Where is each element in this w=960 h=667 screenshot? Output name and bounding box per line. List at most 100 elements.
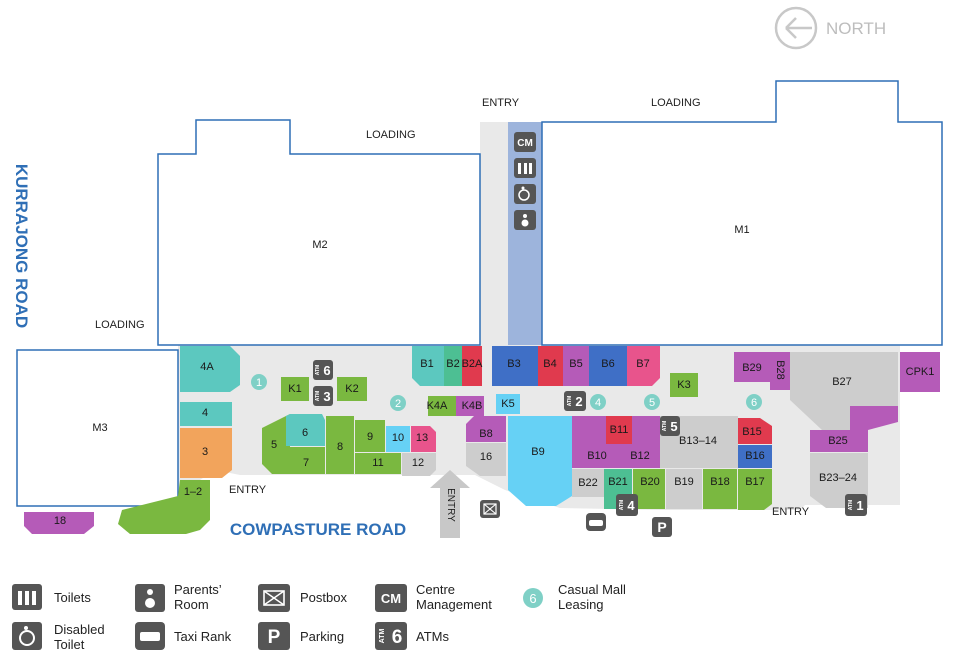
marker-5[interactable]	[644, 394, 660, 410]
shop-9-label: 9	[367, 431, 373, 443]
parents-room-icon[interactable]	[514, 210, 536, 230]
marker-6[interactable]	[746, 394, 762, 410]
shop-3	[180, 428, 232, 478]
taxi-icon	[589, 520, 603, 526]
label-m2: M2	[312, 239, 327, 251]
shop-b25	[810, 406, 898, 452]
shop-b17-label: B17	[745, 476, 765, 488]
disabled-label-2: Toilet	[54, 637, 85, 652]
disabled-toilet-icon[interactable]	[514, 184, 536, 204]
shop-18	[24, 512, 94, 534]
marker-1[interactable]	[251, 374, 267, 390]
shop-11-label: 11	[372, 457, 383, 469]
marker-1-num: 1	[256, 377, 262, 389]
west-shops: 4A 4 3 1–2 18	[24, 346, 240, 534]
loading-m2-label: LOADING	[366, 129, 416, 141]
parking-label: Parking	[300, 629, 344, 644]
legend-casual-leasing: 6 Casual Mall Leasing	[523, 582, 626, 612]
postbox-marker[interactable]	[480, 500, 500, 518]
taxi-rank-marker[interactable]	[586, 513, 606, 531]
label-m3: M3	[92, 422, 107, 434]
kiosks: K1 K2 K4A K4B K5 K3	[281, 373, 698, 416]
shop-b11	[606, 416, 632, 444]
south-row-shops: B8 16 B9 B10 B11 B12 B13–14 B15 B16 B22 …	[466, 416, 772, 510]
disabled-label-1: Disabled	[54, 622, 105, 637]
toilets-icon[interactable]	[514, 158, 536, 178]
shop-b28	[770, 352, 790, 390]
centre-management-icon[interactable]: CM	[514, 132, 536, 152]
shop-13	[411, 426, 436, 452]
atm-5[interactable]: ATM 5	[660, 416, 680, 436]
legend: Toilets Disabled Toilet Parents’ Room Ta…	[12, 582, 626, 652]
north-compass: NORTH	[774, 6, 886, 50]
shop-b28-label: B28	[774, 360, 786, 380]
kiosk-k5	[496, 394, 520, 414]
shop-b12-label: B12	[630, 450, 650, 462]
marker-4[interactable]	[590, 394, 606, 410]
atm-6-num: 6	[323, 363, 330, 378]
central-shops: 5 6 7 8 9 10 13 11 12	[262, 414, 436, 476]
shop-b4	[538, 346, 563, 386]
shop-b9-label: B9	[531, 446, 544, 458]
shop-7	[286, 447, 325, 474]
atm-4-num: 4	[627, 498, 635, 513]
atm-2[interactable]: ATM 2	[564, 391, 586, 411]
taxi-legend-icon	[140, 632, 160, 641]
casual-label-2: Leasing	[558, 597, 604, 612]
shop-4a	[180, 346, 240, 392]
cm-legend-icon: CM	[381, 591, 401, 606]
shop-b13-14-label: B13–14	[679, 435, 717, 447]
shop-18-label: 18	[54, 515, 66, 527]
shop-b15	[738, 418, 772, 444]
parking-marker[interactable]: P	[652, 517, 672, 537]
shop-b18-label: B18	[710, 476, 730, 488]
amenities-spine	[508, 122, 542, 345]
centre-label-1: Centre	[416, 582, 455, 597]
shop-13-label: 13	[416, 432, 428, 444]
shop-b8	[466, 416, 506, 442]
parking-legend-icon: P	[268, 627, 281, 648]
shop-b1-label: B1	[420, 358, 433, 370]
marker-2[interactable]	[390, 395, 406, 411]
atm-4[interactable]: ATM 4	[616, 494, 638, 516]
atm-3[interactable]: ATM 3	[313, 386, 333, 406]
legend-atms: ATM 6 ATMs	[375, 622, 449, 650]
shop-cpk1	[900, 352, 940, 392]
shop-b8-label: B8	[479, 428, 492, 440]
atm-3-num: 3	[323, 389, 330, 404]
casual-legend-num: 6	[529, 591, 536, 606]
shop-4	[180, 402, 232, 426]
kiosk-k4b	[456, 396, 484, 416]
shop-6-label: 6	[302, 427, 308, 439]
shop-b10	[572, 416, 620, 468]
atm-1-text: ATM	[848, 500, 854, 510]
major-m3	[16, 349, 179, 507]
shop-b27	[790, 352, 898, 430]
shop-8-label: 8	[337, 441, 343, 453]
atm-6[interactable]: ATM 6	[313, 360, 333, 380]
shop-b5	[563, 346, 589, 386]
shop-1-2-label: 1–2	[184, 486, 202, 498]
entry-east-label: ENTRY	[772, 506, 810, 518]
postbox-label: Postbox	[300, 590, 347, 605]
shop-12-label: 12	[412, 457, 424, 469]
cm-icon-text: CM	[517, 138, 533, 149]
entry-west-label: ENTRY	[229, 484, 267, 496]
entry-south-label: ENTRY	[445, 488, 456, 522]
atm-6-text: ATM	[315, 365, 321, 375]
shop-b6-label: B6	[601, 358, 614, 370]
kiosk-k1-label: K1	[288, 383, 301, 395]
north-label: NORTH	[826, 19, 886, 38]
casual-label-1: Casual Mall	[558, 582, 626, 597]
kiosk-k1	[281, 377, 309, 401]
atm-1[interactable]: ATM 1	[845, 494, 867, 516]
shop-6	[286, 414, 325, 446]
shop-4-label: 4	[202, 407, 208, 419]
shop-b22-label: B22	[578, 477, 598, 489]
shop-10	[386, 426, 410, 452]
kiosk-k2-label: K2	[345, 383, 358, 395]
shop-b7-label: B7	[636, 358, 649, 370]
kiosk-k3	[670, 373, 698, 397]
shop-b12	[620, 416, 660, 468]
postbox-legend-icon	[263, 590, 285, 606]
